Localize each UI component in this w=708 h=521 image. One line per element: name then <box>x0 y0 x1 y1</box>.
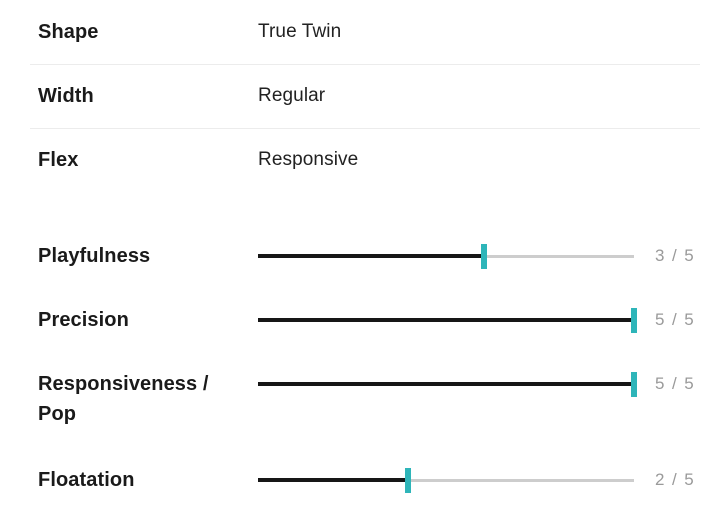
rating-row-responsiveness-pop: Responsiveness / Pop 5 / 5 <box>0 351 708 447</box>
meter-knob <box>405 468 412 493</box>
rating-meter-floatation <box>258 465 634 495</box>
meter-fill <box>258 478 409 482</box>
spec-label-shape: Shape <box>38 21 99 43</box>
rating-meter-playfulness <box>258 241 634 271</box>
meter-fill <box>258 318 634 322</box>
rating-label-responsiveness-pop: Responsiveness / Pop <box>38 373 209 425</box>
meter-fill <box>258 382 634 386</box>
spec-row-shape: Shape True Twin <box>0 0 708 64</box>
meter-knob <box>631 308 637 333</box>
rating-row-precision: Precision 5 / 5 <box>0 287 708 351</box>
rating-meter-responsiveness-pop <box>258 369 637 399</box>
meter-fill <box>258 254 484 258</box>
spec-value-flex: Responsive <box>258 148 359 170</box>
rating-table: Playfulness 3 / 5 Precision 5 / 5 <box>0 223 708 511</box>
spec-value-width: Regular <box>258 84 326 106</box>
meter-knob <box>631 372 637 397</box>
rating-label-playfulness: Playfulness <box>38 245 151 267</box>
rating-score-precision: 5 / 5 <box>655 310 696 329</box>
rating-row-playfulness: Playfulness 3 / 5 <box>0 223 708 287</box>
rating-score-playfulness: 3 / 5 <box>655 246 696 265</box>
spec-label-flex: Flex <box>38 149 79 171</box>
rating-label-floatation: Floatation <box>38 469 135 491</box>
rating-score-responsiveness-pop: 5 / 5 <box>655 374 696 393</box>
rating-row-floatation: Floatation 2 / 5 <box>0 447 708 511</box>
spec-value-shape: True Twin <box>258 20 342 42</box>
meter-track <box>258 479 634 482</box>
spec-row-width: Width Regular <box>0 64 708 128</box>
rating-meter-precision <box>258 305 637 335</box>
meter-knob <box>480 244 487 269</box>
spec-label-width: Width <box>38 85 94 107</box>
rating-label-precision: Precision <box>38 309 129 331</box>
rating-score-floatation: 2 / 5 <box>655 470 696 489</box>
spec-table: Shape True Twin Width Regular Flex Respo… <box>0 0 708 192</box>
spec-row-flex: Flex Responsive <box>0 128 708 192</box>
